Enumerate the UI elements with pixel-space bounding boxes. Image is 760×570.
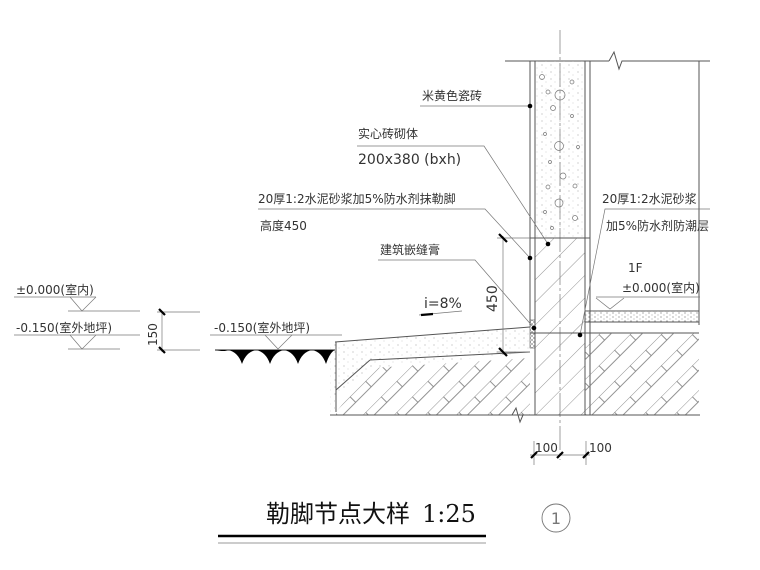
indoor-floor bbox=[585, 310, 699, 415]
dimension-450 bbox=[497, 233, 530, 357]
elevation-left-indoor: ±0.000(室内) bbox=[16, 282, 94, 297]
label-slope: i=8% bbox=[424, 296, 462, 312]
elevation-left-indoor-marker bbox=[14, 296, 140, 312]
elevation-right-indoor: ±0.000(室内) bbox=[622, 280, 700, 295]
elevation-mid-outdoor-marker bbox=[210, 334, 342, 350]
drawing-scale: 1:25 bbox=[422, 500, 476, 528]
label-sealant: 建筑嵌缝膏 bbox=[380, 242, 440, 257]
dimension-bottom bbox=[530, 441, 590, 465]
drawing-title: 勒脚节点大样 bbox=[266, 500, 410, 528]
dim-plinth-height: 450 bbox=[485, 285, 501, 312]
leader-lines bbox=[258, 103, 710, 338]
slope-arrow bbox=[418, 310, 463, 317]
detail-number-circle bbox=[541, 503, 571, 533]
title-block: 勒脚节点大样 1:25 1 bbox=[218, 500, 571, 544]
elevation-mid-outdoor: -0.150(室外地坪) bbox=[214, 320, 310, 335]
elevation-right-indoor-marker bbox=[595, 296, 700, 310]
plinth-wall bbox=[529, 237, 590, 415]
label-brick-wall: 实心砖砌体 bbox=[358, 126, 418, 141]
label-plinth-plaster-1: 20厚1:2水泥砂浆加5%防水剂抹勒脚 bbox=[258, 191, 456, 206]
label-dpc-2: 加5%防水剂防潮层 bbox=[606, 218, 709, 233]
outdoor-ground-symbol bbox=[215, 349, 335, 364]
elevation-left-outdoor-marker bbox=[14, 334, 140, 350]
dimension-150 bbox=[157, 308, 200, 354]
elevation-left-outdoor: -0.150(室外地坪) bbox=[16, 320, 112, 335]
dim-left-half: 100 bbox=[535, 441, 558, 455]
detail-number: 1 bbox=[551, 509, 561, 528]
label-floor-level: 1F bbox=[628, 261, 643, 275]
label-tile: 米黄色瓷砖 bbox=[422, 88, 482, 103]
dim-right-half: 100 bbox=[589, 441, 612, 455]
dim-level-diff: 150 bbox=[146, 323, 160, 346]
label-brick-size: 200x380 (bxh) bbox=[358, 152, 461, 168]
label-dpc-1: 20厚1:2水泥砂浆 bbox=[602, 191, 697, 206]
label-plinth-plaster-2: 高度450 bbox=[260, 218, 307, 233]
